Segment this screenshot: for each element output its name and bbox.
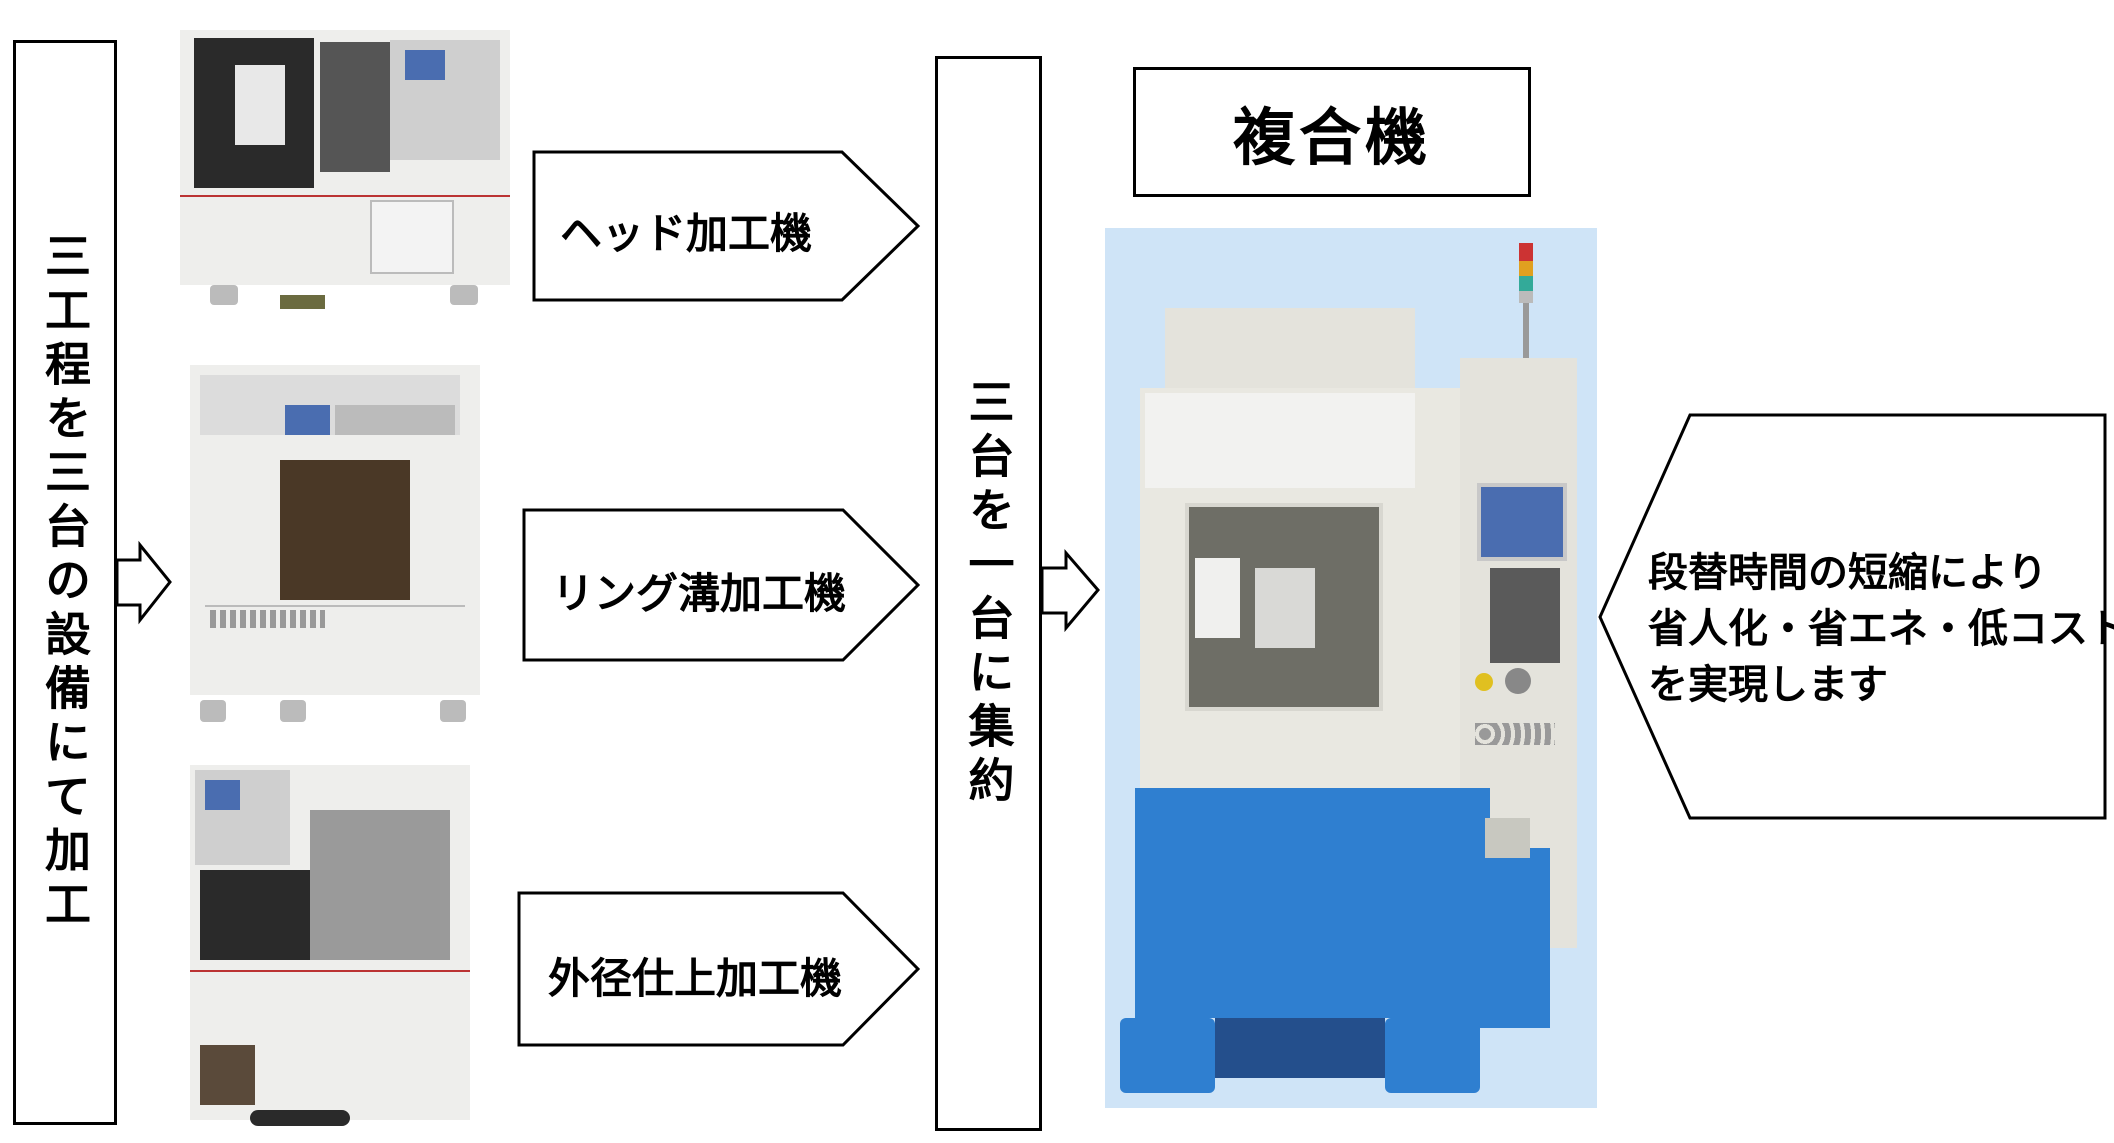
arrow-label-ring bbox=[522, 508, 921, 662]
combo-machine-photo bbox=[1105, 228, 1597, 1108]
arrow-left-to-machines bbox=[115, 540, 172, 625]
ring-groove-machine-photo bbox=[190, 365, 480, 730]
label-outer-finish-machine: 外径仕上加工機 bbox=[548, 954, 843, 1003]
benefit-line-3: を実現します bbox=[1648, 662, 1888, 708]
arrow-middle-to-combo bbox=[1040, 548, 1100, 633]
benefit-line-1: 段替時間の短縮により bbox=[1648, 550, 2048, 596]
benefit-callout-shape bbox=[1598, 413, 2107, 820]
benefit-line-2: 省人化・省エネ・低コスト bbox=[1648, 606, 2114, 652]
benefit-text: 段替時間の短縮により 省人化・省エネ・低コスト を実現します bbox=[1648, 545, 2114, 713]
arrow-label-outer bbox=[517, 891, 921, 1047]
label-head-machine: ヘッド加工機 bbox=[560, 209, 813, 258]
outer-finish-machine-photo bbox=[190, 765, 470, 1135]
combo-title: 複合機 bbox=[1232, 101, 1431, 174]
three-process-box: 三工程を三台の設備にて加工 bbox=[13, 40, 117, 1125]
label-ring-groove-machine: リング溝加工機 bbox=[552, 569, 847, 618]
combo-title-box: 複合機 bbox=[1133, 67, 1531, 197]
arrow-label-head bbox=[532, 150, 921, 302]
consolidate-text: 三台を一台に集約 bbox=[961, 377, 1016, 810]
three-process-text: 三工程を三台の設備にて加工 bbox=[38, 231, 92, 934]
consolidate-box: 三台を一台に集約 bbox=[935, 56, 1042, 1131]
head-machine-photo bbox=[180, 30, 510, 315]
